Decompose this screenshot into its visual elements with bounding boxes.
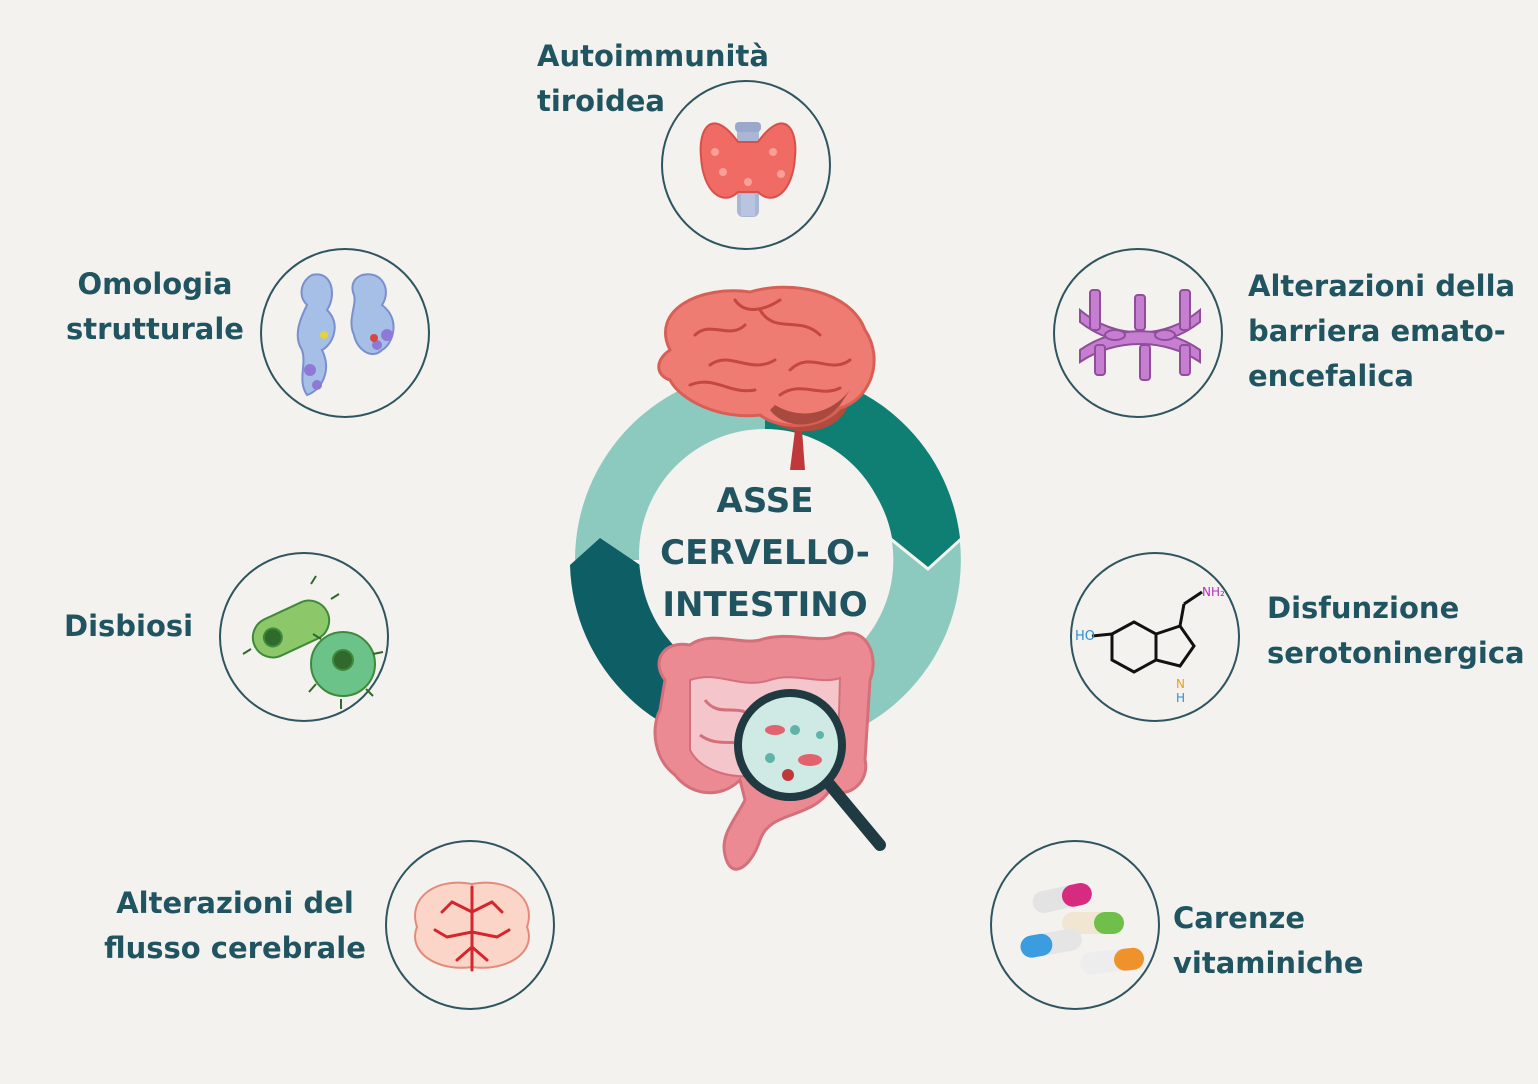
capsules-icon [1020, 883, 1144, 975]
vitamins-node [990, 840, 1160, 1010]
bbb-node [1053, 248, 1223, 418]
chem-label-h: H [1176, 691, 1185, 705]
center-title-line-1: ASSE [716, 481, 814, 521]
brain-icon [657, 285, 876, 470]
chem-label-nh2: NH₂ [1202, 585, 1225, 599]
vitamins-label: Carenze vitaminiche [1173, 901, 1364, 980]
brain-vessels-icon [414, 881, 530, 972]
chem-label-ho: HO [1075, 629, 1095, 644]
center-title-line-2: CERVELLO- [660, 533, 870, 573]
center-title-line-3: INTESTINO [662, 585, 868, 625]
thyroid-icon [699, 122, 797, 217]
ring-segment-top-left [575, 370, 765, 560]
brain-gut-axis-graphic [570, 285, 961, 871]
serotonin-molecule-icon: HO NH₂ N H [1075, 585, 1225, 705]
magnifier-icon [734, 689, 886, 851]
center-title: ASSE CERVELLO- INTESTINO [630, 475, 900, 631]
dysbiosis-node [219, 552, 389, 722]
serotonin-node: HO NH₂ N H [1070, 552, 1240, 722]
chem-label-n: N [1176, 677, 1185, 691]
bbb-label: Alterazioni della barriera emato- encefa… [1248, 269, 1516, 393]
bacteria-icon [242, 575, 384, 709]
homology-label: Omologia strutturale [66, 267, 244, 346]
thyroid-label: Autoimmunità tiroidea [537, 39, 769, 118]
homology-node [260, 248, 430, 418]
dysbiosis-label: Disbiosi [64, 609, 194, 643]
serotonin-label: Disfunzione serotoninergica [1267, 591, 1525, 670]
thyroid-node [661, 80, 831, 250]
barrier-icon [1079, 289, 1201, 381]
protein-structure-icon [296, 273, 395, 397]
flow-node [385, 840, 555, 1010]
flow-label: Alterazioni del flusso cerebrale [104, 886, 366, 965]
